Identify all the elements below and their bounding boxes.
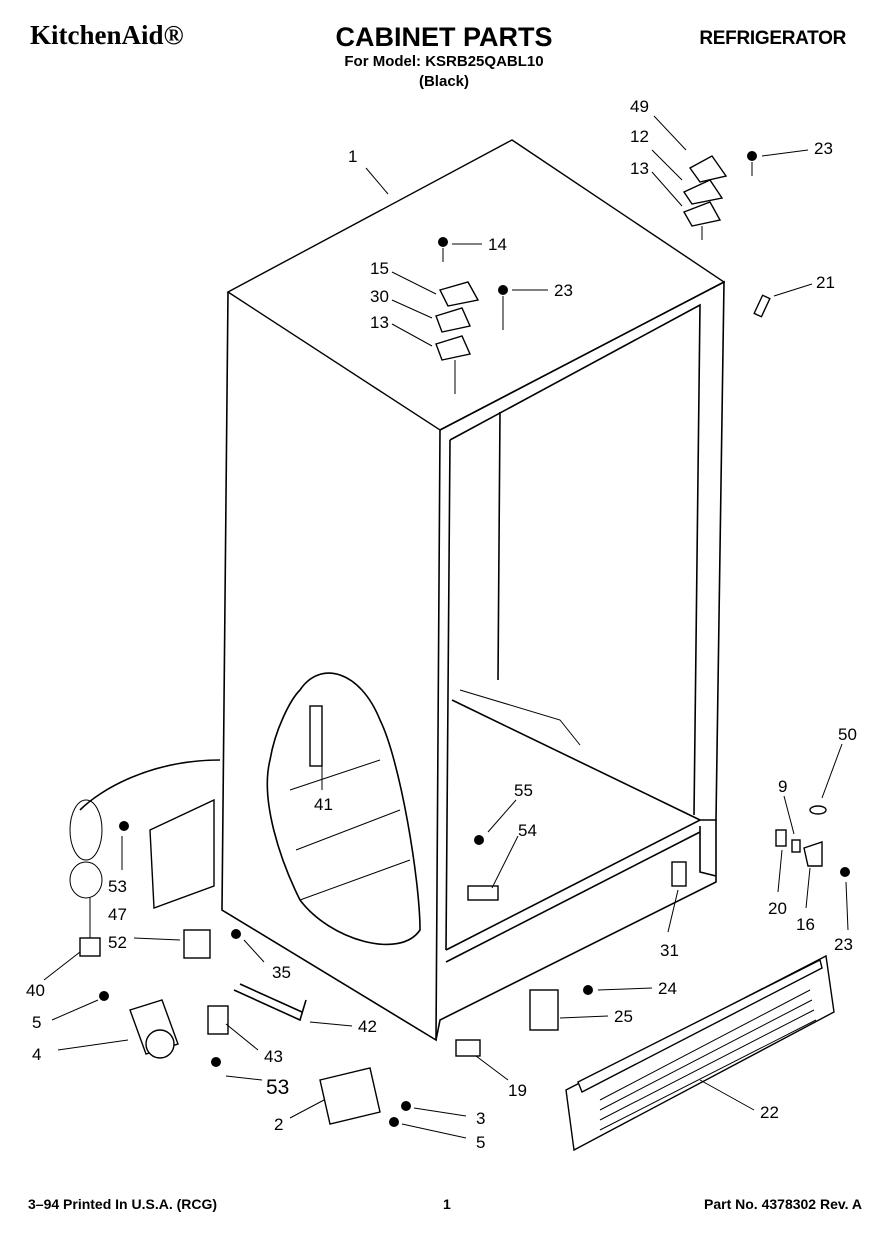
callout-label: 54 xyxy=(518,821,537,840)
title-block: CABINET PARTS For Model: KSRB25QABL10 (B… xyxy=(318,22,570,92)
callout-label: 1 xyxy=(348,147,357,166)
callout-label: 12 xyxy=(630,127,649,146)
callout-label: 20 xyxy=(768,899,787,918)
callout-label: 41 xyxy=(314,795,333,814)
page-title: CABINET PARTS xyxy=(335,22,553,52)
callout-label: 9 xyxy=(778,777,787,796)
top-hinge-right xyxy=(682,151,757,240)
callout-label: 43 xyxy=(264,1047,283,1066)
callout-label: 24 xyxy=(658,979,677,998)
category-label: REFRIGERATOR xyxy=(699,28,846,49)
callout-label: 2 xyxy=(274,1115,283,1134)
callout-label: 22 xyxy=(760,1103,779,1122)
callout-labels: 1 49 23 12 13 14 15 23 30 13 21 41 55 54… xyxy=(26,97,857,1152)
callout-label: 16 xyxy=(796,915,815,934)
lower-left-parts xyxy=(99,983,411,1127)
callout-label: 52 xyxy=(108,933,127,952)
top-hinge-center xyxy=(435,237,508,394)
callout-label: 53 xyxy=(108,877,127,896)
callout-label: 47 xyxy=(108,905,127,924)
callout-label: 31 xyxy=(660,941,679,960)
callout-label: 3 xyxy=(476,1109,485,1128)
callout-label: 21 xyxy=(816,273,835,292)
power-cord-and-box xyxy=(69,759,241,959)
callout-label: 15 xyxy=(370,259,389,278)
footer-print-info: 3–94 Printed In U.S.A. (RCG) xyxy=(28,1196,218,1212)
callout-label: 49 xyxy=(630,97,649,116)
callout-label: 23 xyxy=(554,281,573,300)
callout-label: 30 xyxy=(370,287,389,306)
callout-label: 13 xyxy=(630,159,649,178)
callout-label: 50 xyxy=(838,725,857,744)
color-line: (Black) xyxy=(418,73,470,90)
footer-page-number: 1 xyxy=(443,1196,451,1212)
leader-lines xyxy=(43,115,849,1139)
cabinet-body xyxy=(221,139,726,1042)
callout-label: 14 xyxy=(488,235,507,254)
callout-label: 25 xyxy=(614,1007,633,1026)
callout-label: 19 xyxy=(508,1081,527,1100)
callout-label: 13 xyxy=(370,313,389,332)
callout-label: 5 xyxy=(32,1013,41,1032)
small-parts xyxy=(455,294,850,1057)
callout-label: 23 xyxy=(834,935,853,954)
brand-logo: KitchenAid® xyxy=(30,20,184,50)
model-line: For Model: KSRB25QABL10 xyxy=(344,53,544,70)
grille xyxy=(565,954,835,1152)
callout-label: 35 xyxy=(272,963,291,982)
callout-label: 55 xyxy=(514,781,533,800)
footer-part-number: Part No. 4378302 Rev. A xyxy=(704,1196,862,1212)
callout-label: 23 xyxy=(814,139,833,158)
callout-label: 5 xyxy=(476,1133,485,1152)
callout-label: 53 xyxy=(266,1076,289,1099)
callout-label: 4 xyxy=(32,1045,41,1064)
callout-label: 42 xyxy=(358,1017,377,1036)
callout-label: 40 xyxy=(26,981,45,1000)
